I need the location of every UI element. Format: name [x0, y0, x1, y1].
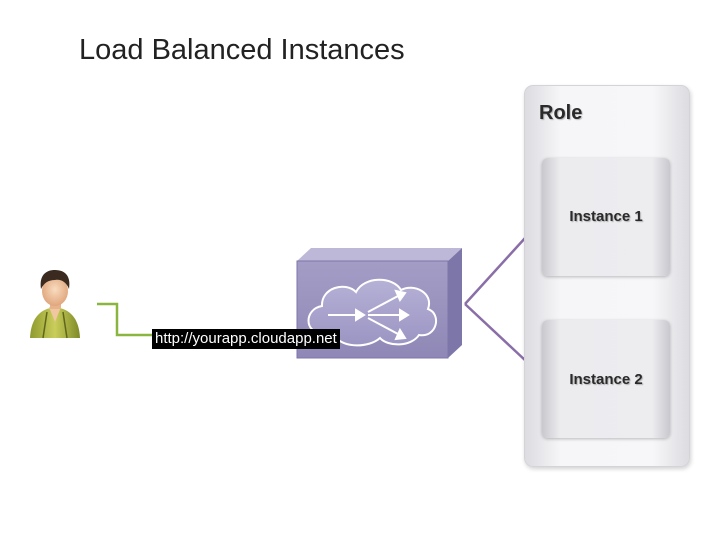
- instance-1-label: Instance 1: [569, 208, 643, 225]
- role-panel: Role Instance 1 Instance 2: [524, 85, 690, 467]
- role-label: Role: [539, 102, 583, 124]
- slide-title: Load Balanced Instances: [79, 34, 405, 66]
- user-connector-line: [97, 302, 165, 337]
- load-balancer-icon: [296, 248, 462, 359]
- user-avatar-icon: [30, 270, 80, 339]
- instance-2-box: Instance 2: [542, 320, 670, 438]
- instance-2-label: Instance 2: [569, 371, 643, 388]
- instance-1-box: Instance 1: [542, 158, 670, 276]
- url-label: http://yourapp.cloudapp.net: [152, 329, 340, 349]
